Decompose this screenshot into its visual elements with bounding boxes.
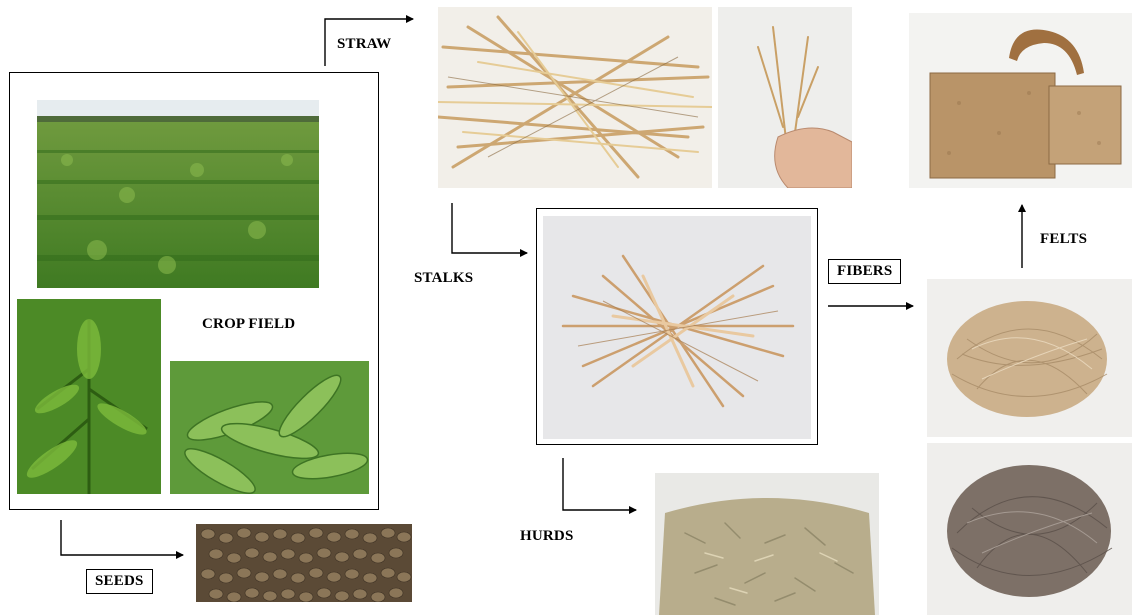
straw-label: STRAW — [337, 36, 391, 53]
arrow-to-hurds — [563, 458, 636, 510]
stalks-label: STALKS — [414, 270, 473, 287]
felts-label: FELTS — [1040, 231, 1087, 248]
arrow-to-seeds — [61, 520, 183, 555]
seeds-label: SEEDS — [86, 569, 153, 594]
hurds-label: HURDS — [520, 528, 574, 545]
arrow-to-stalks — [452, 203, 527, 253]
fibers-label: FIBERS — [828, 259, 901, 284]
